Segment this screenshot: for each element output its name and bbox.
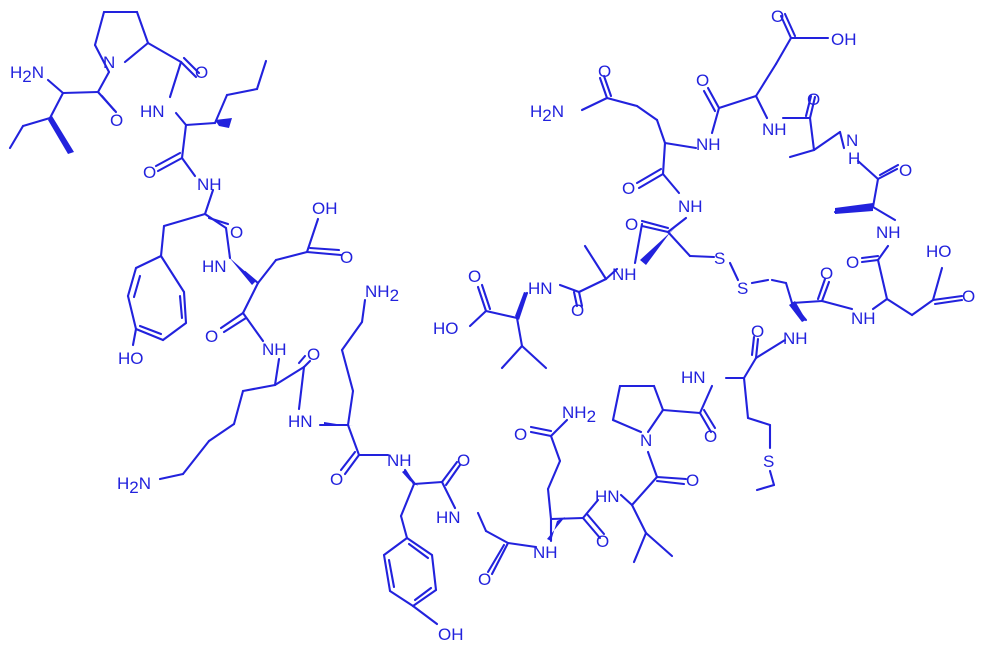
label-o-ile: O [110,111,123,130]
label-o-ala1: O [571,301,584,320]
label-ho-tyr1: HO [118,349,144,368]
label-o-gln2: O [596,532,609,551]
label-hn-ile2: HN [140,102,165,121]
label-nh2-gln2: NH2 [562,403,596,426]
label-o-val1: O [468,267,481,286]
label-s1: S [714,249,725,268]
label-nh-ala2: NH [876,223,901,242]
label-n-pro1: N [103,53,115,72]
label-nh-glu2: NH [762,120,787,139]
label-nh2-lys2: NH2 [365,282,399,305]
label-nh-gln2: NH [533,543,558,562]
label-hn-met: HN [681,368,706,387]
label-o-tyr1: O [230,223,243,242]
label-o-ile2: O [143,163,156,182]
label-nh-gln1: NH [696,135,721,154]
label-oh-glu1: OH [312,199,338,218]
label-o-gly2: O [807,90,820,109]
label-hn-glu1: HN [202,257,227,276]
label-nh-asp: NH [851,309,876,328]
label-o-pro2: O [704,427,717,446]
label-o-glu1: O [205,327,218,346]
label-o-asp: O [846,253,859,272]
label-o-ala2: O [899,161,912,180]
label-o-lys1: O [307,345,320,364]
label-nh-tyr1: NH [197,175,222,194]
label-o-gln1: O [622,179,635,198]
label-ho-val1: HO [433,319,459,338]
label-o-gln1-side: O [598,62,611,81]
label-nh-cys1: NH [678,197,703,216]
label-o-gln2-side: O [514,425,527,444]
label-h2n-lys1: H2N [117,474,151,497]
stereo-wedges [48,116,873,541]
label-s2: S [737,279,748,298]
label-hn-gly1: HN [436,508,461,527]
label-h-gly2: H [848,149,860,168]
label-o-asp-side: O [962,287,975,306]
label-nh-cys2: NH [783,329,808,348]
label-o-lys2: O [330,470,343,489]
label-nh-ala1: NH [612,265,637,284]
label-o-met: O [751,322,764,341]
label-n-pro2: N [640,431,652,450]
label-nh-tyr2: NH [387,451,412,470]
label-hn-lys2: HN [288,412,313,431]
atom-labels: H2N N O O HN O NH O HN OH O HO O NH O HN… [10,7,975,644]
label-o-gly1: O [478,570,491,589]
label-oh-glu2: OH [831,30,857,49]
label-h2n-gln1: H2N [530,102,564,125]
label-o-val2: O [686,471,699,490]
label-o-glu2-side: O [771,7,784,26]
label-h2n-ile: H2N [10,63,44,86]
label-o-glu1-side: O [340,248,353,267]
label-nh-lys1: NH [262,340,287,359]
label-hn-val1: HN [528,279,553,298]
label-o-pro1: O [195,63,208,82]
label-o-cys2: O [820,264,833,283]
label-o-tyr2: O [457,451,470,470]
label-hn-val2: HN [595,487,620,506]
label-ho-asp: HO [926,242,952,261]
label-o-cys1: O [625,215,638,234]
label-o-glu2: O [696,71,709,90]
label-s-met: S [763,452,774,471]
label-n-gly2: N [846,131,858,150]
label-oh-tyr2: OH [438,625,464,644]
